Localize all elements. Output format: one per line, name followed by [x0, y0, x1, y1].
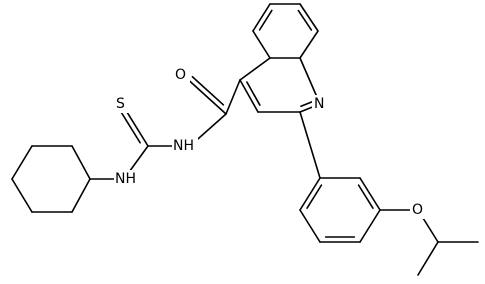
- double-bond-secondary: [297, 9, 313, 31]
- amide-nh-label: NH: [173, 138, 194, 154]
- single-bond: [11, 178, 33, 213]
- single-bond: [11, 145, 33, 180]
- single-bond: [225, 79, 241, 115]
- double-bond-primary: [299, 3, 319, 32]
- double-bond-primary: [239, 79, 259, 113]
- quinoline-nitrogen-label: N: [314, 96, 324, 112]
- double-bond-primary: [182, 74, 227, 115]
- carbonyl-oxygen-label: O: [175, 67, 186, 83]
- double-bond-primary: [359, 177, 381, 211]
- thiourea-nh-atom: NH: [114, 170, 140, 188]
- carbonyl-oxygen-atom: O: [174, 66, 190, 84]
- single-bond: [299, 111, 321, 179]
- bond-layer: [11, 3, 479, 276]
- single-bond: [359, 209, 381, 243]
- amide-nh-atom: NH: [172, 137, 198, 155]
- double-bond-secondary: [306, 184, 323, 209]
- single-bond: [71, 178, 91, 213]
- thiocarbonyl-sulfur-label: S: [116, 96, 125, 112]
- double-bond-secondary: [120, 111, 141, 144]
- single-bond: [71, 145, 91, 180]
- single-bond: [417, 241, 439, 276]
- double-bond-secondary: [191, 75, 225, 106]
- double-bond-secondary: [246, 81, 261, 106]
- single-bond: [299, 30, 319, 59]
- double-bond-secondary: [357, 184, 374, 209]
- double-bond-secondary: [258, 9, 273, 31]
- double-bond-primary: [252, 3, 271, 32]
- ether-oxygen-atom: O: [410, 201, 426, 219]
- thiourea-nh-label: NH: [115, 171, 136, 187]
- single-bond: [252, 30, 271, 59]
- ether-oxygen-label: O: [412, 202, 423, 218]
- quinoline-nitrogen-atom: N: [312, 95, 328, 113]
- thiocarbonyl-sulfur-atom: S: [115, 95, 129, 113]
- double-bond-primary: [299, 177, 321, 211]
- single-bond: [299, 209, 321, 243]
- single-bond: [239, 57, 271, 81]
